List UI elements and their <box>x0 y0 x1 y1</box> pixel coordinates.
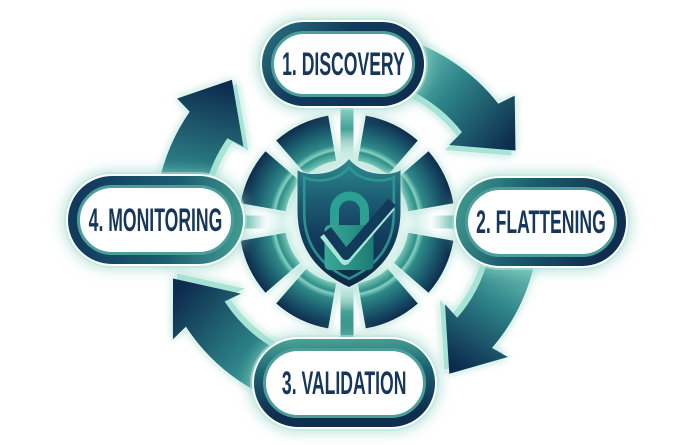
lock-shackle <box>330 191 369 227</box>
ring-segment <box>393 232 454 293</box>
connector-top <box>340 104 354 160</box>
stage-label-validation: 3. VALIDATION <box>282 365 407 401</box>
checkmark-icon <box>320 198 396 265</box>
ring-segment <box>357 115 418 176</box>
shield-icon <box>297 159 401 287</box>
stage-label-monitoring: 4. MONITORING <box>88 202 223 238</box>
stage-pill-discovery-inner: 1. DISCOVERY <box>271 31 415 97</box>
ring-segment <box>393 151 454 212</box>
ring-segment <box>240 151 301 212</box>
ring-segment <box>357 268 418 329</box>
ring-segment <box>240 232 301 293</box>
stage-pill-monitoring-inner: 4. MONITORING <box>77 185 234 255</box>
shield-body <box>297 159 401 287</box>
connector-bottom <box>340 284 354 340</box>
stage-pill-validation: 3. VALIDATION <box>254 339 435 427</box>
connector-left <box>242 215 268 229</box>
stage-label-flattening: 2. FLATTENING <box>476 204 606 240</box>
shield-inner-outline <box>302 165 396 281</box>
arrow-body <box>445 242 538 374</box>
stage-pill-flattening: 2. FLATTENING <box>456 178 626 266</box>
process-ring <box>240 115 454 329</box>
stage-pill-flattening-inner: 2. FLATTENING <box>465 187 617 257</box>
connector-bars <box>242 104 458 340</box>
cycle-arrow-bottom-right <box>440 238 538 374</box>
ring-segment <box>276 268 337 329</box>
stage-pill-monitoring: 4. MONITORING <box>68 176 243 264</box>
stage-pill-discovery: 1. DISCOVERY <box>262 22 424 106</box>
connector-right <box>432 215 458 229</box>
checkmark-stroke <box>323 198 396 260</box>
ring-segment <box>276 115 337 176</box>
stage-pill-validation-inner: 3. VALIDATION <box>263 348 426 418</box>
stage-label-discovery: 1. DISCOVERY <box>281 46 405 82</box>
